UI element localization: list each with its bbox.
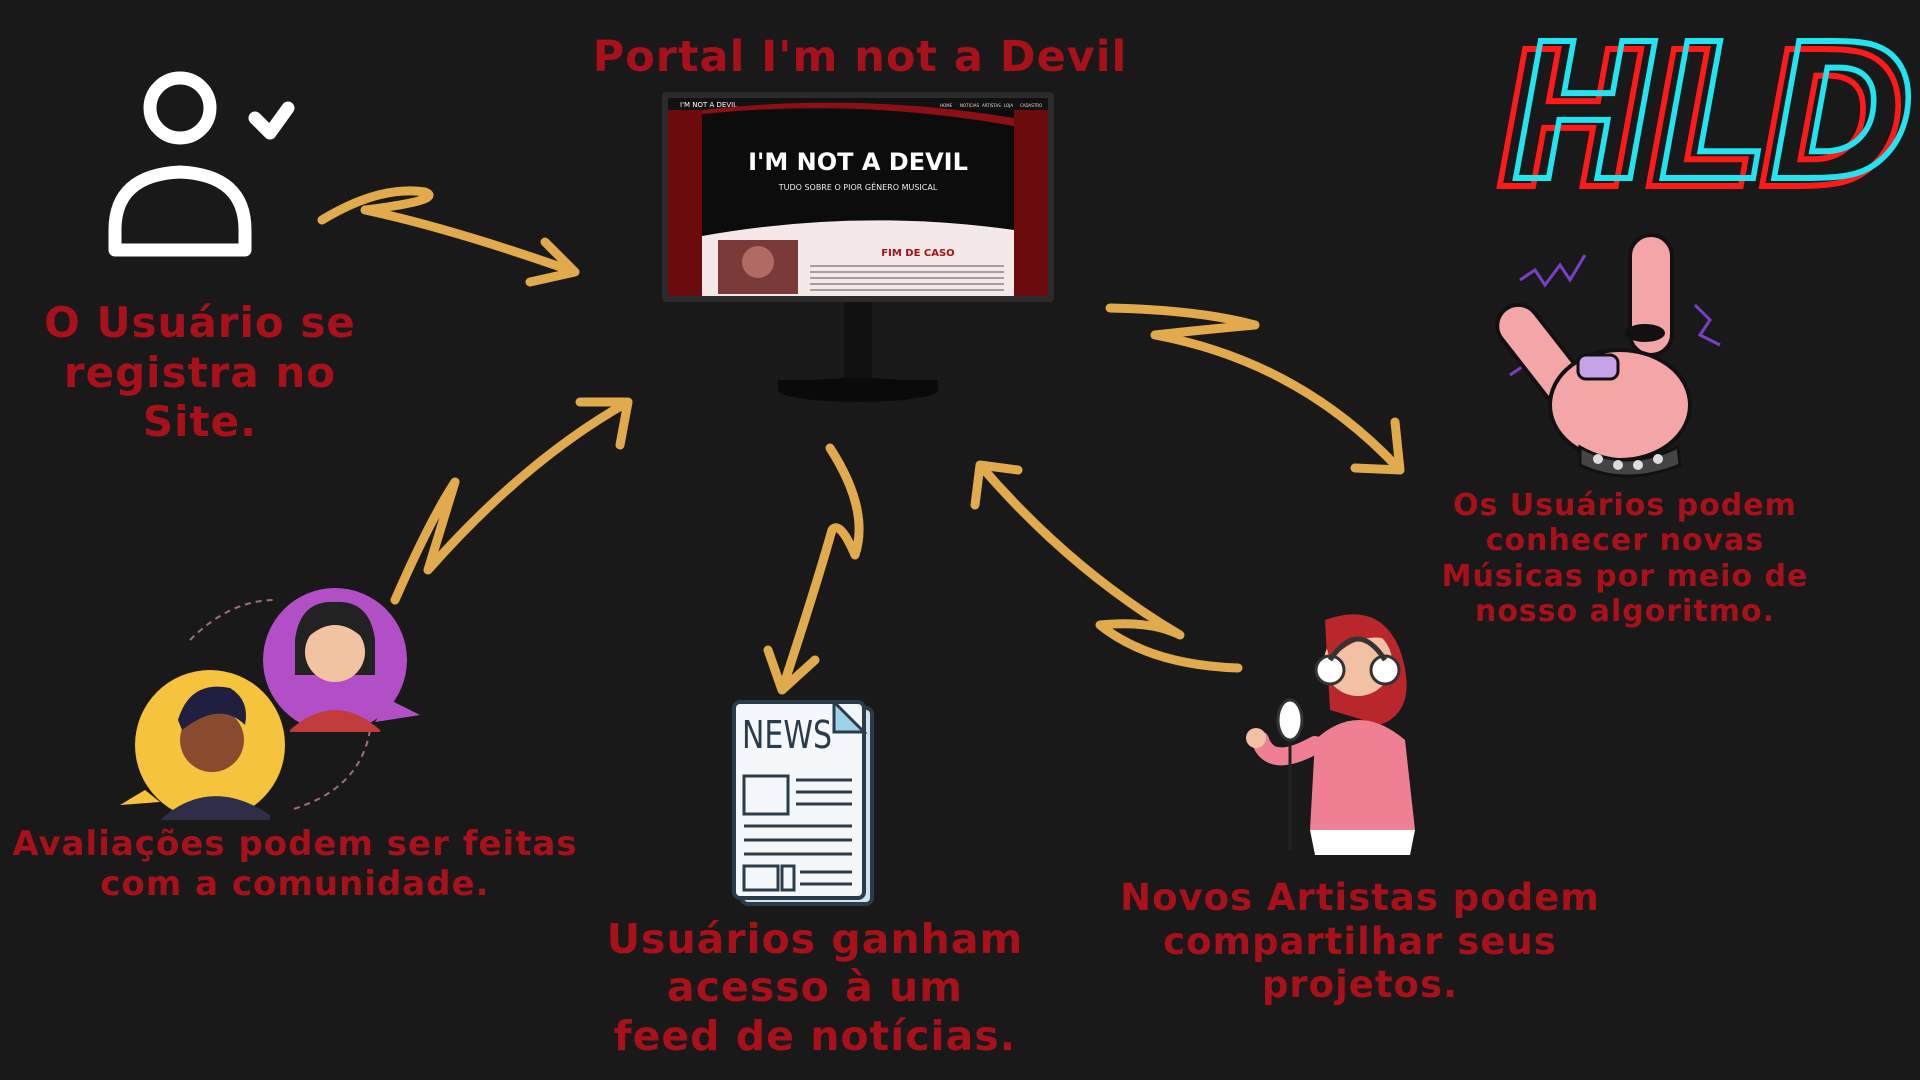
step-reviews-line-2: com a comunidade. [100, 864, 490, 905]
user-check-icon [108, 71, 295, 257]
logo-text-cyan: HLD [1512, 4, 1916, 200]
site-nav-home: HOME [940, 103, 953, 108]
step-reviews-line-1: Avaliações podem ser feitas [12, 824, 578, 864]
step-news-label: Usuários ganham acesso à um feed de notí… [590, 915, 1040, 1060]
logo-text-red: HLD [1496, 12, 1906, 200]
step-news-line-1: Usuários ganham [606, 915, 1024, 963]
step-discover-label: Os Usuários podem conhecer novas Músicas… [1430, 488, 1820, 630]
community-avatars-icon [120, 588, 420, 820]
computer-monitor-icon: I'M NOT A DEVIL HOME NOTICIAS ARTISTAS L… [662, 92, 1054, 402]
arrow-portal-to-discover [1105, 303, 1405, 475]
site-nav-artists: ARTISTAS [982, 103, 1001, 108]
site-hero-subtitle: TUDO SOBRE O PIOR GÊNERO MUSICAL [778, 181, 938, 192]
site-logo-text: I'M NOT A DEVIL [680, 101, 737, 109]
step-discover-line-2: conhecer novas [1485, 523, 1765, 559]
newspaper-headline: NEWS [742, 713, 832, 757]
step-register-label: O Usuário se registra no Site. [0, 298, 400, 447]
site-nav-news: NOTICIAS [960, 103, 979, 108]
hld-logo: HLD HLD [1493, 1, 1919, 200]
step-news-line-2: acesso à um [667, 963, 963, 1012]
step-register-line-2: registra no Site. [63, 347, 337, 447]
arrow-portal-to-news [763, 443, 864, 695]
singer-headphones-icon [1246, 614, 1415, 855]
arrow-reviews-to-portal [390, 397, 633, 605]
site-article-title: FIM DE CASO [881, 248, 954, 259]
step-artists-line-3: projetos. [1261, 963, 1459, 1007]
page-title: Portal I'm not a Devil [592, 32, 1128, 82]
rock-hand-icon [1495, 233, 1721, 478]
step-artists-line-2: compartilhar seus [1163, 919, 1557, 963]
step-discover-line-1: Os Usuários podem [1453, 488, 1797, 523]
step-discover-line-4: nosso algoritmo. [1474, 594, 1776, 630]
arrow-register-to-portal [317, 186, 580, 287]
step-artists-line-1: Novos Artistas podem [1120, 876, 1600, 919]
site-nav-store: LOJA [1004, 103, 1013, 108]
step-reviews-label: Avaliações podem ser feitas com a comuni… [0, 824, 590, 904]
arrow-artists-to-portal [970, 460, 1243, 673]
site-hero-title: I'M NOT A DEVIL [748, 148, 968, 176]
site-nav-signup: CADASTRO [1020, 103, 1042, 108]
step-artists-label: Novos Artistas podem compartilhar seus p… [1100, 876, 1620, 1007]
newspaper-icon: NEWS [732, 700, 874, 906]
step-news-line-3: feed de notícias. [613, 1011, 1017, 1060]
step-discover-line-3: Músicas por meio de [1441, 558, 1809, 594]
step-register-line-1: O Usuário se [44, 298, 356, 347]
